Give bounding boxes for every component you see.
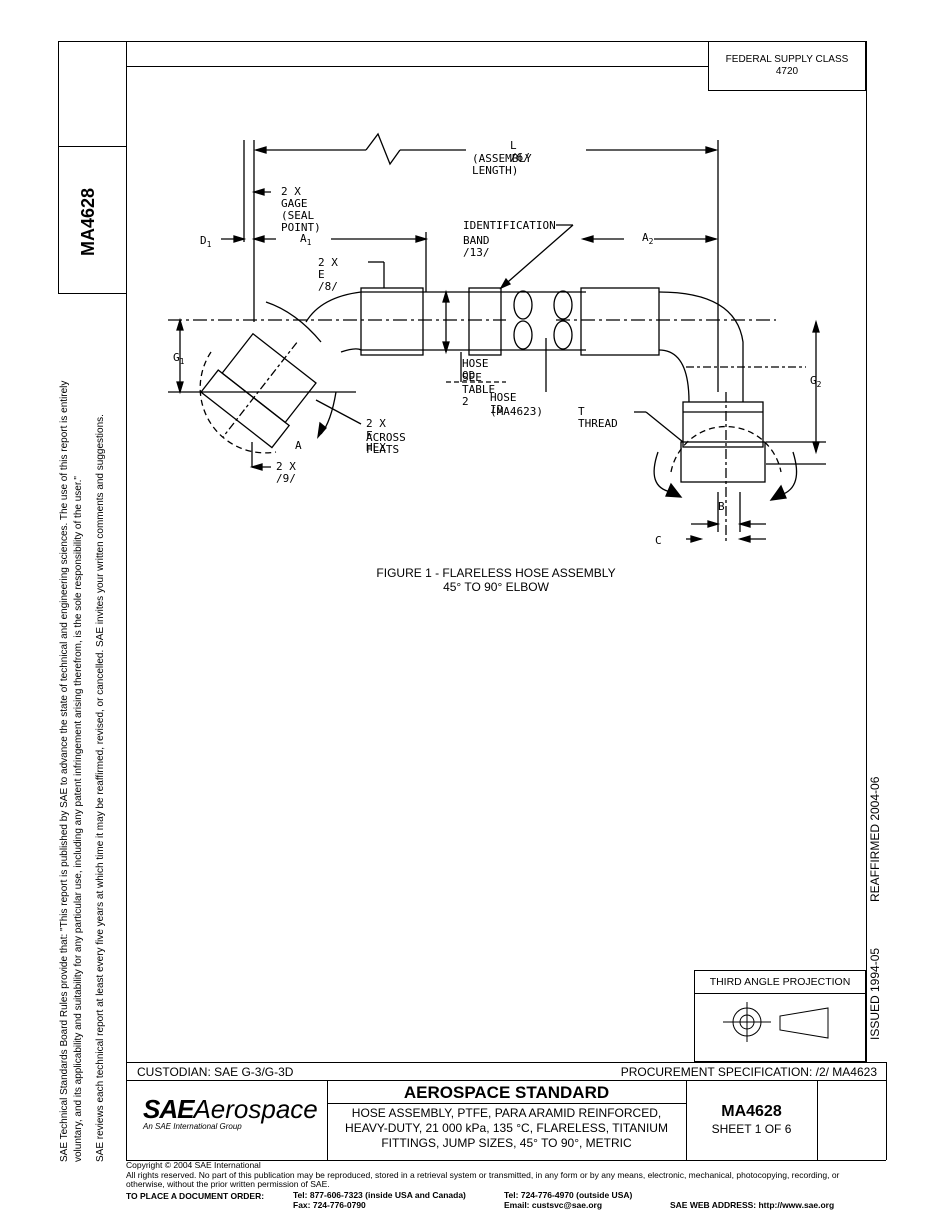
label-t-thread: T THREAD xyxy=(578,405,618,430)
rights-line2: otherwise, without the prior written per… xyxy=(126,1179,330,1189)
label-d1: D1 xyxy=(200,234,212,250)
title-divider-left xyxy=(327,1080,328,1160)
reaffirmed-date: REAFFIRMED 2004-06 xyxy=(868,776,882,902)
title-line1: HOSE ASSEMBLY, PTFE, PARA ARAMID REINFOR… xyxy=(351,1106,662,1120)
custodian: CUSTODIAN: SAE G-3/G-3D xyxy=(137,1065,294,1079)
title-line3: FITTINGS, JUMP SIZES, 45° TO 90°, METRIC xyxy=(381,1136,632,1150)
fax: Fax: 724-776-0790 xyxy=(293,1199,366,1210)
title-heading-underline xyxy=(327,1103,686,1104)
copyright: Copyright © 2004 SAE International xyxy=(126,1160,261,1170)
label-b: B xyxy=(718,500,725,513)
aerospace-standard-heading: AEROSPACE STANDARD xyxy=(403,1083,610,1102)
web-address-link[interactable]: SAE WEB ADDRESS: http://www.sae.org xyxy=(670,1200,835,1210)
side-doc-number: MA4628 xyxy=(78,187,98,256)
label-ident1: IDENTIFICATION xyxy=(463,219,556,232)
procurement-spec: PROCUREMENT SPECIFICATION: /2/ MA4623 xyxy=(620,1065,877,1079)
side-note-line1: SAE Technical Standards Board Rules prov… xyxy=(59,380,70,1162)
logo-aerospace-text: Aerospace xyxy=(193,1094,318,1124)
order-label: TO PLACE A DOCUMENT ORDER: xyxy=(126,1191,265,1201)
federal-supply-label: FEDERAL SUPPLY CLASS xyxy=(725,54,849,65)
label-gage: 2 X GAGE (SEAL POINT) xyxy=(281,185,321,234)
label-x9: 2 X /9/ xyxy=(276,460,296,485)
label-g2: G2 xyxy=(810,374,822,390)
title-block-bottom xyxy=(126,1160,886,1161)
frame-left xyxy=(58,41,59,294)
label-f-hex1: 2 X F HEX xyxy=(366,417,386,454)
frame-right xyxy=(866,41,867,1063)
phone-usa: Tel: 877-606-7323 (inside USA and Canada… xyxy=(293,1190,466,1200)
label-a2: A2 xyxy=(642,231,654,247)
projection-title: THIRD ANGLE PROJECTION xyxy=(709,976,851,988)
email-link[interactable]: Email: custsvc@sae.org xyxy=(504,1199,603,1210)
projection-symbol xyxy=(723,1002,829,1042)
label-hose-id2: (MA4623) xyxy=(490,405,543,418)
figure-caption-title: FIGURE 1 - FLARELESS HOSE ASSEMBLY xyxy=(376,566,616,580)
title-block-mid xyxy=(126,1080,886,1081)
label-hose-id1: HOSE ID xyxy=(490,391,517,416)
phone-outside-usa: Tel: 724-776-4970 (outside USA) xyxy=(504,1190,633,1200)
label-e8: 2 X E /8/ xyxy=(318,256,338,293)
sheet-number: SHEET 1 OF 6 xyxy=(711,1122,792,1136)
side-box-bottom xyxy=(58,293,126,294)
label-a: A xyxy=(295,439,302,452)
label-c: C xyxy=(655,534,662,547)
side-note-line2: voluntary, and its applicability and sui… xyxy=(73,476,84,1162)
logo-sae-text: SAE xyxy=(143,1094,194,1124)
issued-date: ISSUED 1994-05 xyxy=(868,947,882,1040)
frame-right-outer xyxy=(886,1062,887,1160)
federal-supply-number: 4720 xyxy=(775,66,799,77)
title-block-top xyxy=(126,1062,886,1063)
title-divider-right xyxy=(686,1080,687,1160)
projection-box: THIRD ANGLE PROJECTION xyxy=(694,970,866,1062)
federal-supply-box: FEDERAL SUPPLY CLASS 4720 xyxy=(708,41,866,91)
sae-logo: SAEAerospace xyxy=(143,1094,318,1125)
rights-line1: All rights reserved. No part of this pub… xyxy=(126,1169,840,1180)
label-hose-od1: HOSE OD xyxy=(462,357,489,382)
hose-assembly-drawing xyxy=(168,132,826,543)
side-note-line3: SAE reviews each technical report at lea… xyxy=(95,414,106,1162)
label-ident2: BAND /13/ xyxy=(463,234,490,259)
doc-number: MA4628 xyxy=(721,1103,782,1120)
side-box-divider xyxy=(58,146,126,147)
title-divider-far xyxy=(817,1080,818,1160)
figure-caption-subtitle: 45° TO 90° ELBOW xyxy=(443,580,549,594)
frame-top-left xyxy=(58,41,866,42)
title-line2: HEAVY-DUTY, 21 000 kPa, 135 °C, FLARELES… xyxy=(345,1121,668,1135)
label-a1: A1 xyxy=(300,232,312,248)
label-hose-od2: SEE TABLE 2 xyxy=(462,371,496,408)
label-assembly-length: (ASSEMBLY LENGTH) xyxy=(472,152,532,177)
label-l6: L /6/ xyxy=(510,139,530,164)
label-g1: G1 xyxy=(173,351,185,367)
logo-tagline: An SAE International Group xyxy=(143,1122,242,1131)
frame-inner-left xyxy=(126,41,127,1160)
label-f-hex2: ACROSS FLATS xyxy=(366,431,406,456)
projection-divider xyxy=(694,993,866,994)
frame-header-line xyxy=(126,66,708,67)
